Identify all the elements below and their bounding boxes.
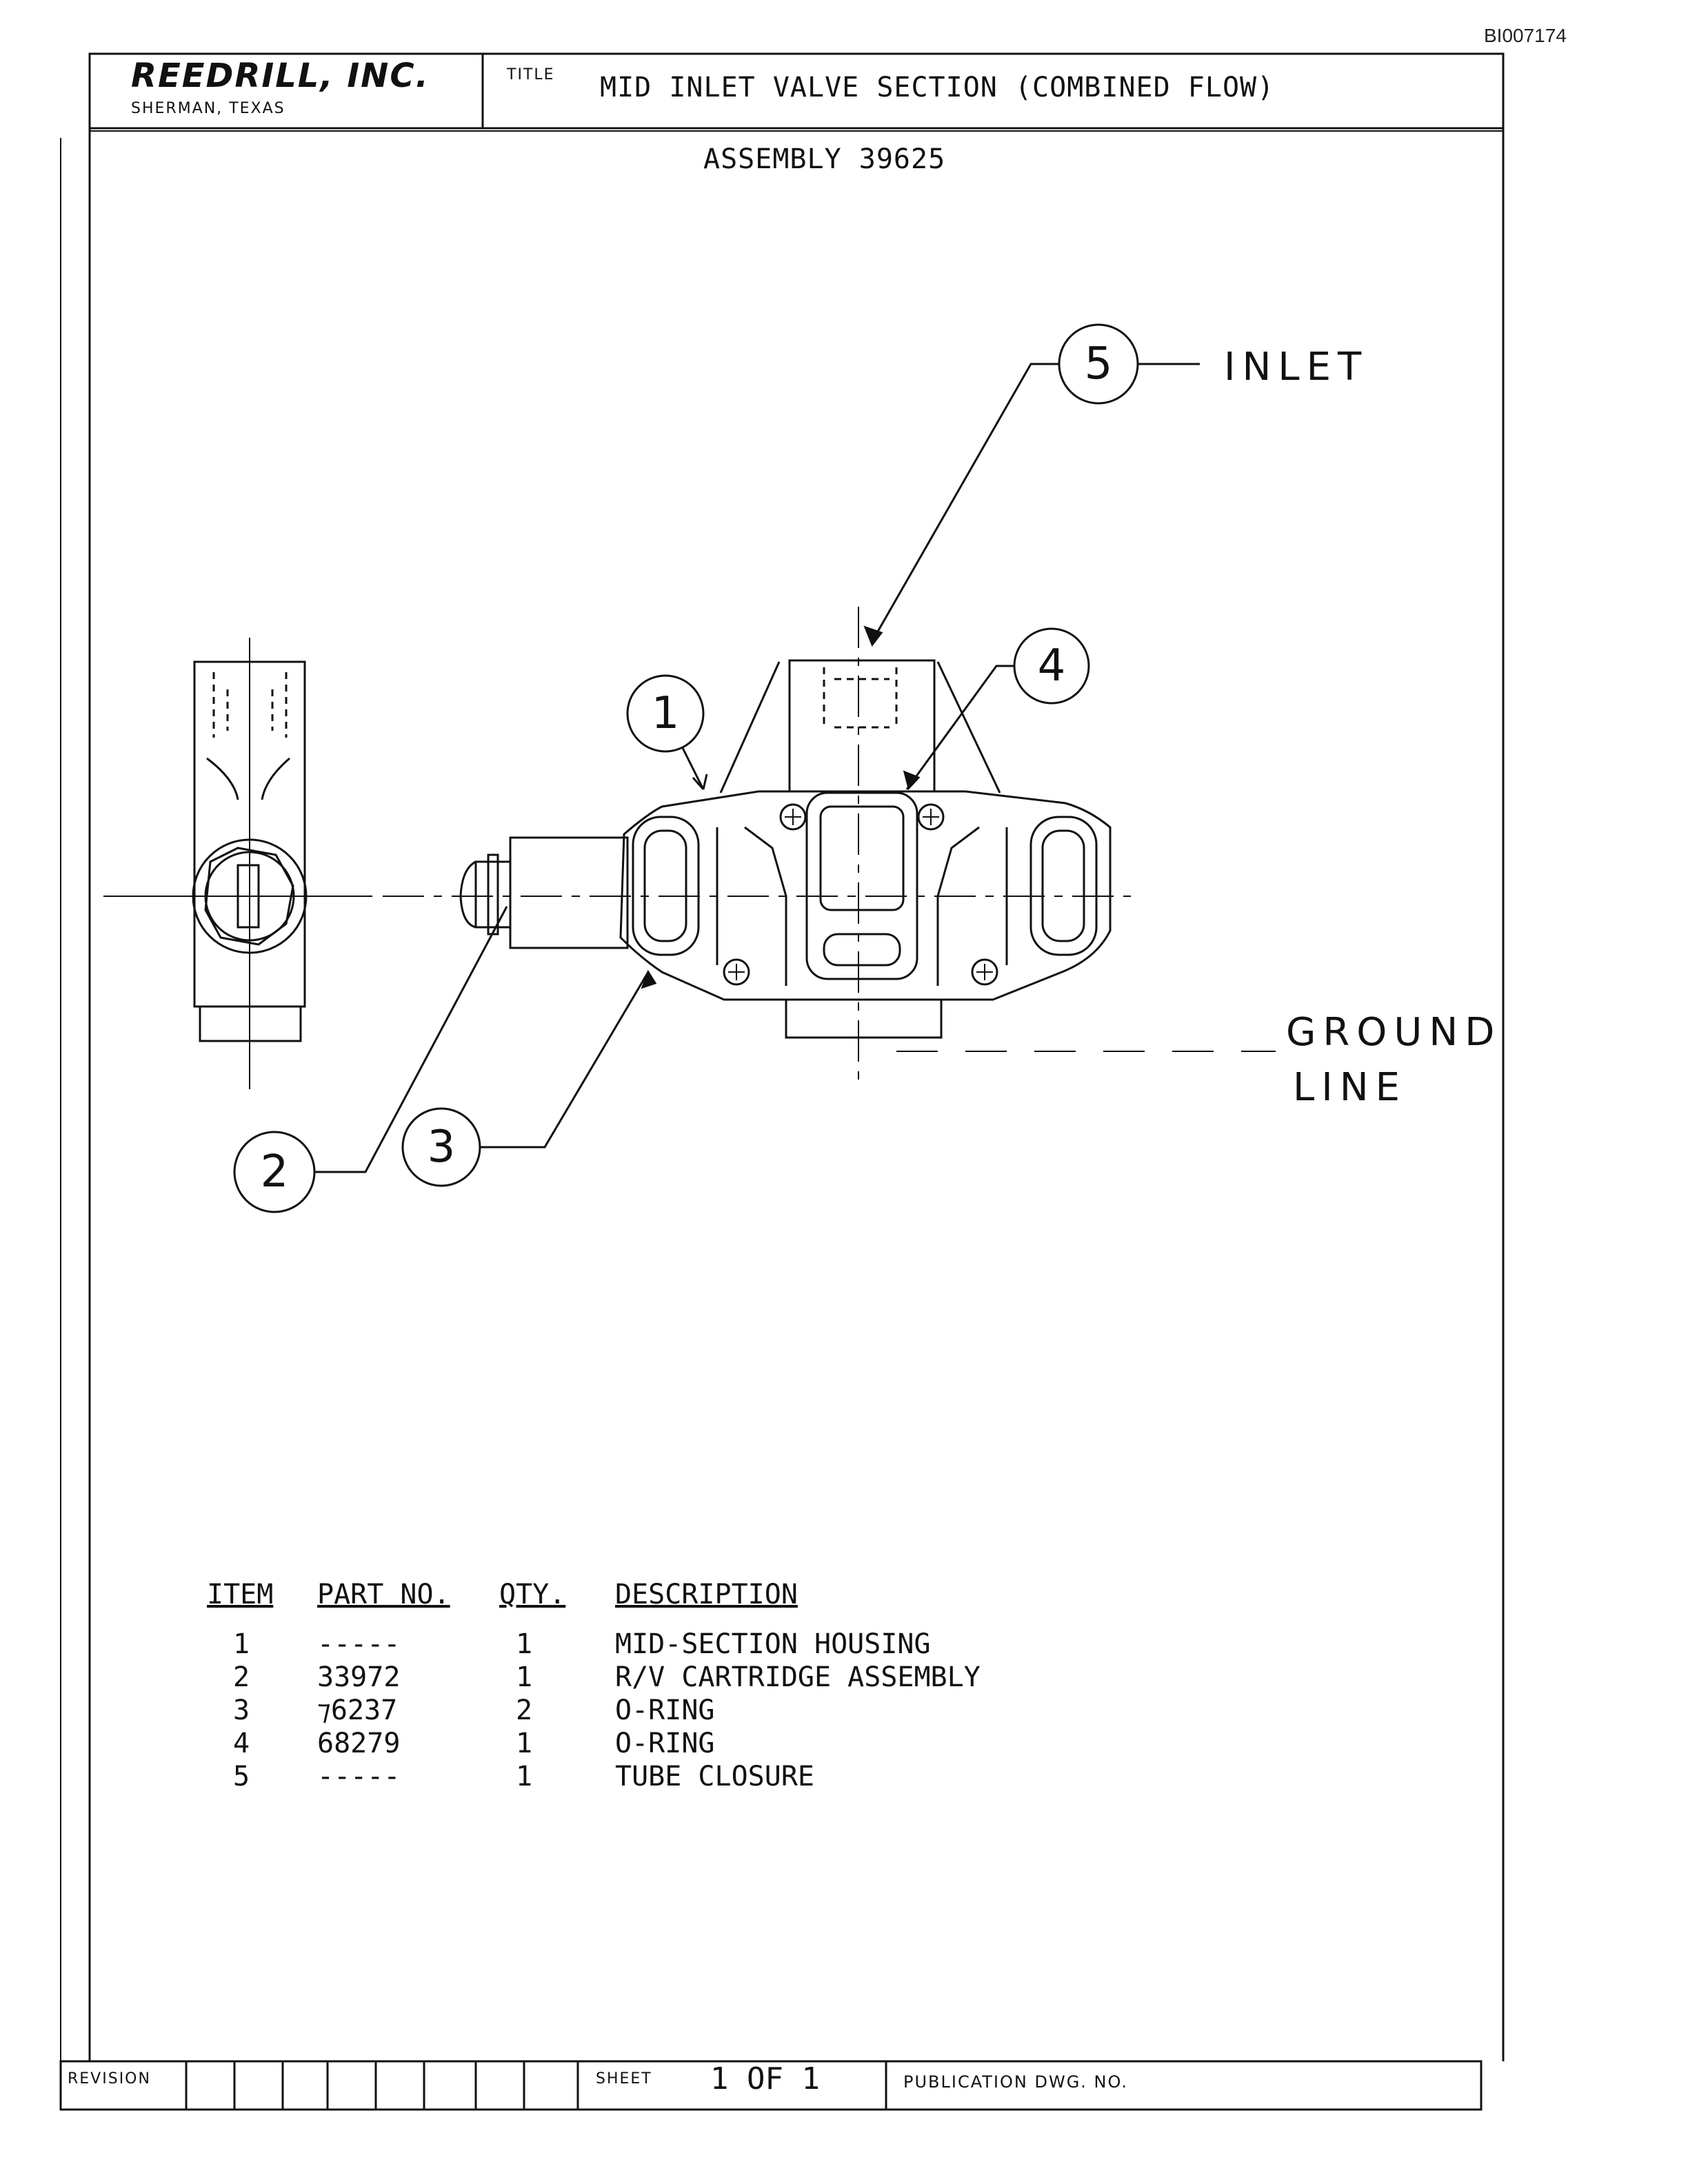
row-item: 5 [232,1761,250,1792]
front-view [383,607,1276,1089]
header-item: ITEM [207,1579,274,1610]
revision-label: REVISION [68,2070,151,2087]
row-item: 2 [232,1661,250,1693]
side-view [103,638,372,1089]
header-description: DESCRIPTION [615,1579,798,1610]
title-label: TITLE [507,66,555,83]
row-description: O-RING [615,1728,715,1759]
company-location: SHERMAN, TEXAS [131,100,285,117]
callout-3: 3 [427,1122,456,1173]
drawing-title: MID INLET VALVE SECTION (COMBINED FLOW) [600,72,1275,103]
ground-label: GROUND [1286,1010,1502,1055]
row-item: 4 [232,1728,250,1759]
row-description: R/V CARTRIDGE ASSEMBLY [615,1661,981,1693]
callout-5: 5 [1084,338,1113,390]
row-qty: 1 [515,1628,533,1660]
row-qty: 1 [515,1761,533,1792]
sheet-label: SHEET [596,2070,652,2087]
row-part-no: 33972 [317,1661,401,1693]
row-description: MID-SECTION HOUSING [615,1628,931,1660]
row-part-no: 68279 [317,1728,401,1759]
document-id: BI007174 [1484,25,1567,46]
row-part-no: ⁊6237 [317,1695,398,1726]
callout-2: 2 [260,1146,289,1197]
callout-1: 1 [651,688,680,739]
row-part-no: ----- [317,1761,401,1792]
row-item: 1 [232,1628,250,1660]
row-qty: 2 [515,1695,533,1726]
callout-4: 4 [1037,640,1066,691]
inlet-label: INLET [1224,345,1369,390]
row-description: TUBE CLOSURE [615,1761,814,1792]
row-qty: 1 [515,1728,533,1759]
row-item: 3 [232,1695,250,1726]
publication-dwg-label: PUBLICATION DWG. NO. [903,2072,1129,2092]
line-label: LINE [1293,1065,1407,1110]
header-qty: QTY. [499,1579,566,1610]
company-name: REEDRILL, INC. [131,57,430,95]
row-part-no: ----- [317,1628,401,1660]
sheet-value: 1 OF 1 [710,2061,820,2096]
assembly-number: ASSEMBLY 39625 [703,143,946,175]
callouts [233,323,1200,1213]
row-description: O-RING [615,1695,715,1726]
row-qty: 1 [515,1661,533,1693]
header-part-no: PART NO. [317,1579,450,1610]
